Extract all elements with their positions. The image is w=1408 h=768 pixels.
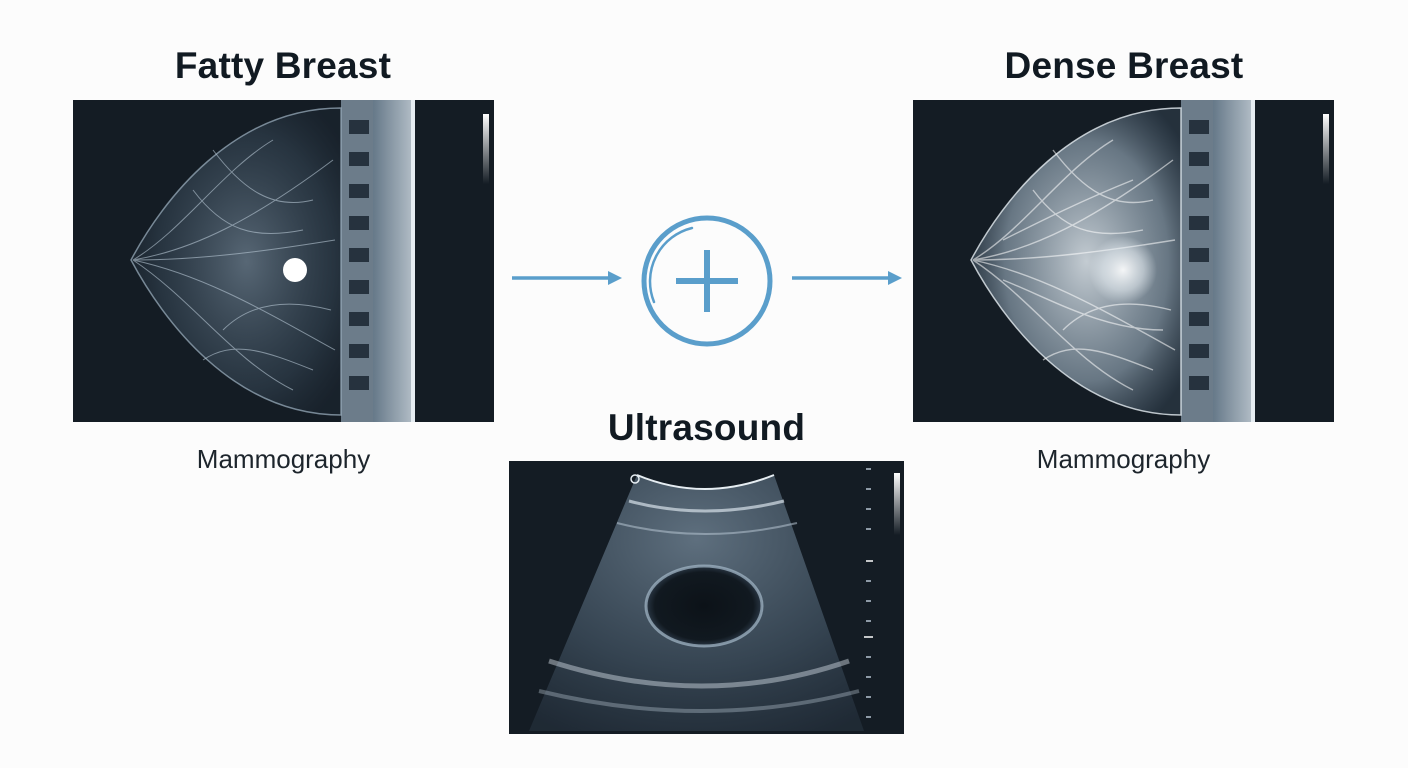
dense-breast-mammogram bbox=[913, 100, 1334, 422]
fatty-breast-title: Fatty Breast bbox=[174, 45, 392, 86]
plus-icon bbox=[641, 215, 773, 347]
left-arrow bbox=[512, 271, 622, 285]
right-modality-caption: Mammography bbox=[1036, 444, 1211, 474]
ultrasound-image bbox=[509, 461, 904, 734]
dense-breast-title: Dense Breast bbox=[1004, 45, 1244, 86]
ultrasound-title: Ultrasound bbox=[607, 407, 806, 448]
right-arrow bbox=[792, 271, 902, 285]
left-modality-caption: Mammography bbox=[196, 444, 371, 474]
fatty-breast-mammogram bbox=[73, 100, 494, 422]
